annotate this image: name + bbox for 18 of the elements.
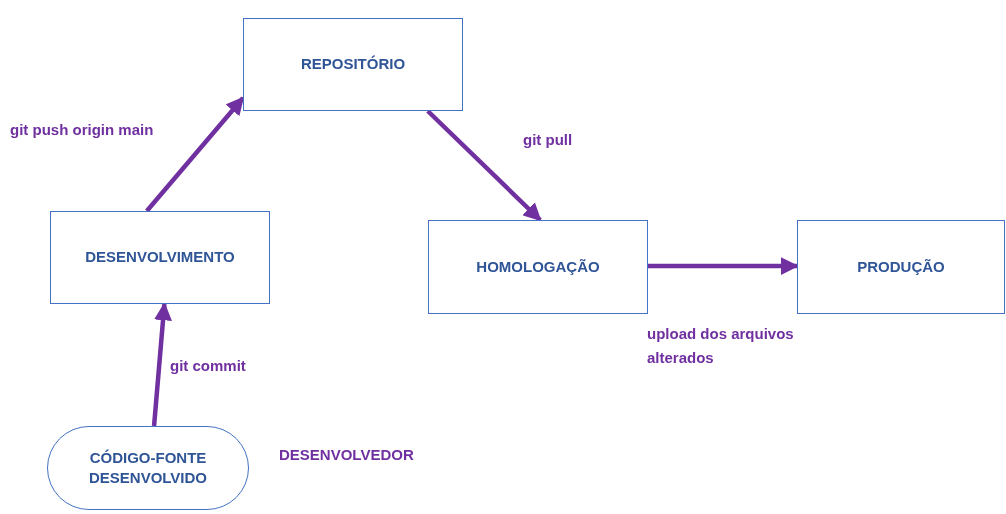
process-box [428,220,648,314]
edge-label: upload dos arquivos alterados [647,324,795,368]
role-label: DESENVOLVEDOR [279,445,414,465]
arrow [145,96,245,213]
node-label: HOMOLOGAÇÃO [476,256,600,277]
process-box [243,18,463,111]
node-label: DESENVOLVIMENTO [85,247,235,268]
process-box [50,211,270,304]
arrow [151,302,172,427]
node-label: PRODUÇÃO [857,256,945,277]
arrow [426,109,542,222]
edge-label: git commit [170,356,246,376]
edge-label: git pull [523,130,573,150]
node-label: REPOSITÓRIO [300,54,406,75]
edge-label: git push origin main [10,120,154,140]
process-box [797,220,1005,314]
node-label: CÓDIGO-FONTE DESENVOLVIDO [87,447,209,488]
arrow [648,257,799,276]
